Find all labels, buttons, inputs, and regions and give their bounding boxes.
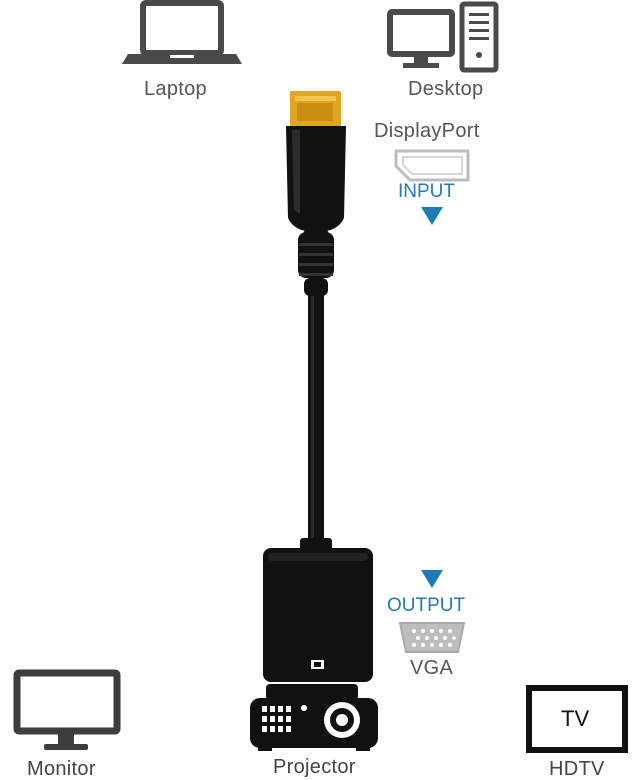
projector-icon bbox=[250, 684, 378, 751]
desktop-label: Desktop bbox=[408, 78, 484, 100]
output-arrow-down-icon bbox=[421, 570, 443, 588]
vga-port-icon bbox=[398, 622, 466, 653]
output-label: OUTPUT bbox=[387, 595, 466, 616]
vga-label: VGA bbox=[410, 657, 454, 679]
displayport-connector-icon bbox=[286, 91, 346, 296]
laptop-icon bbox=[122, 0, 242, 64]
input-arrow-down-icon bbox=[421, 207, 443, 225]
tv-screen-text: TV bbox=[561, 706, 590, 731]
vga-adapter-icon bbox=[263, 538, 373, 682]
projector-label: Projector bbox=[273, 756, 356, 778]
hdtv-label: HDTV bbox=[549, 758, 605, 780]
monitor-label: Monitor bbox=[27, 758, 96, 780]
laptop-label: Laptop bbox=[144, 78, 207, 100]
input-label: INPUT bbox=[398, 181, 455, 202]
cable bbox=[308, 292, 324, 550]
hdtv-icon bbox=[526, 685, 628, 753]
displayport-port-icon bbox=[394, 149, 470, 182]
desktop-icon bbox=[387, 1, 499, 73]
displayport-label: DisplayPort bbox=[374, 120, 480, 142]
monitor-icon bbox=[13, 669, 121, 750]
